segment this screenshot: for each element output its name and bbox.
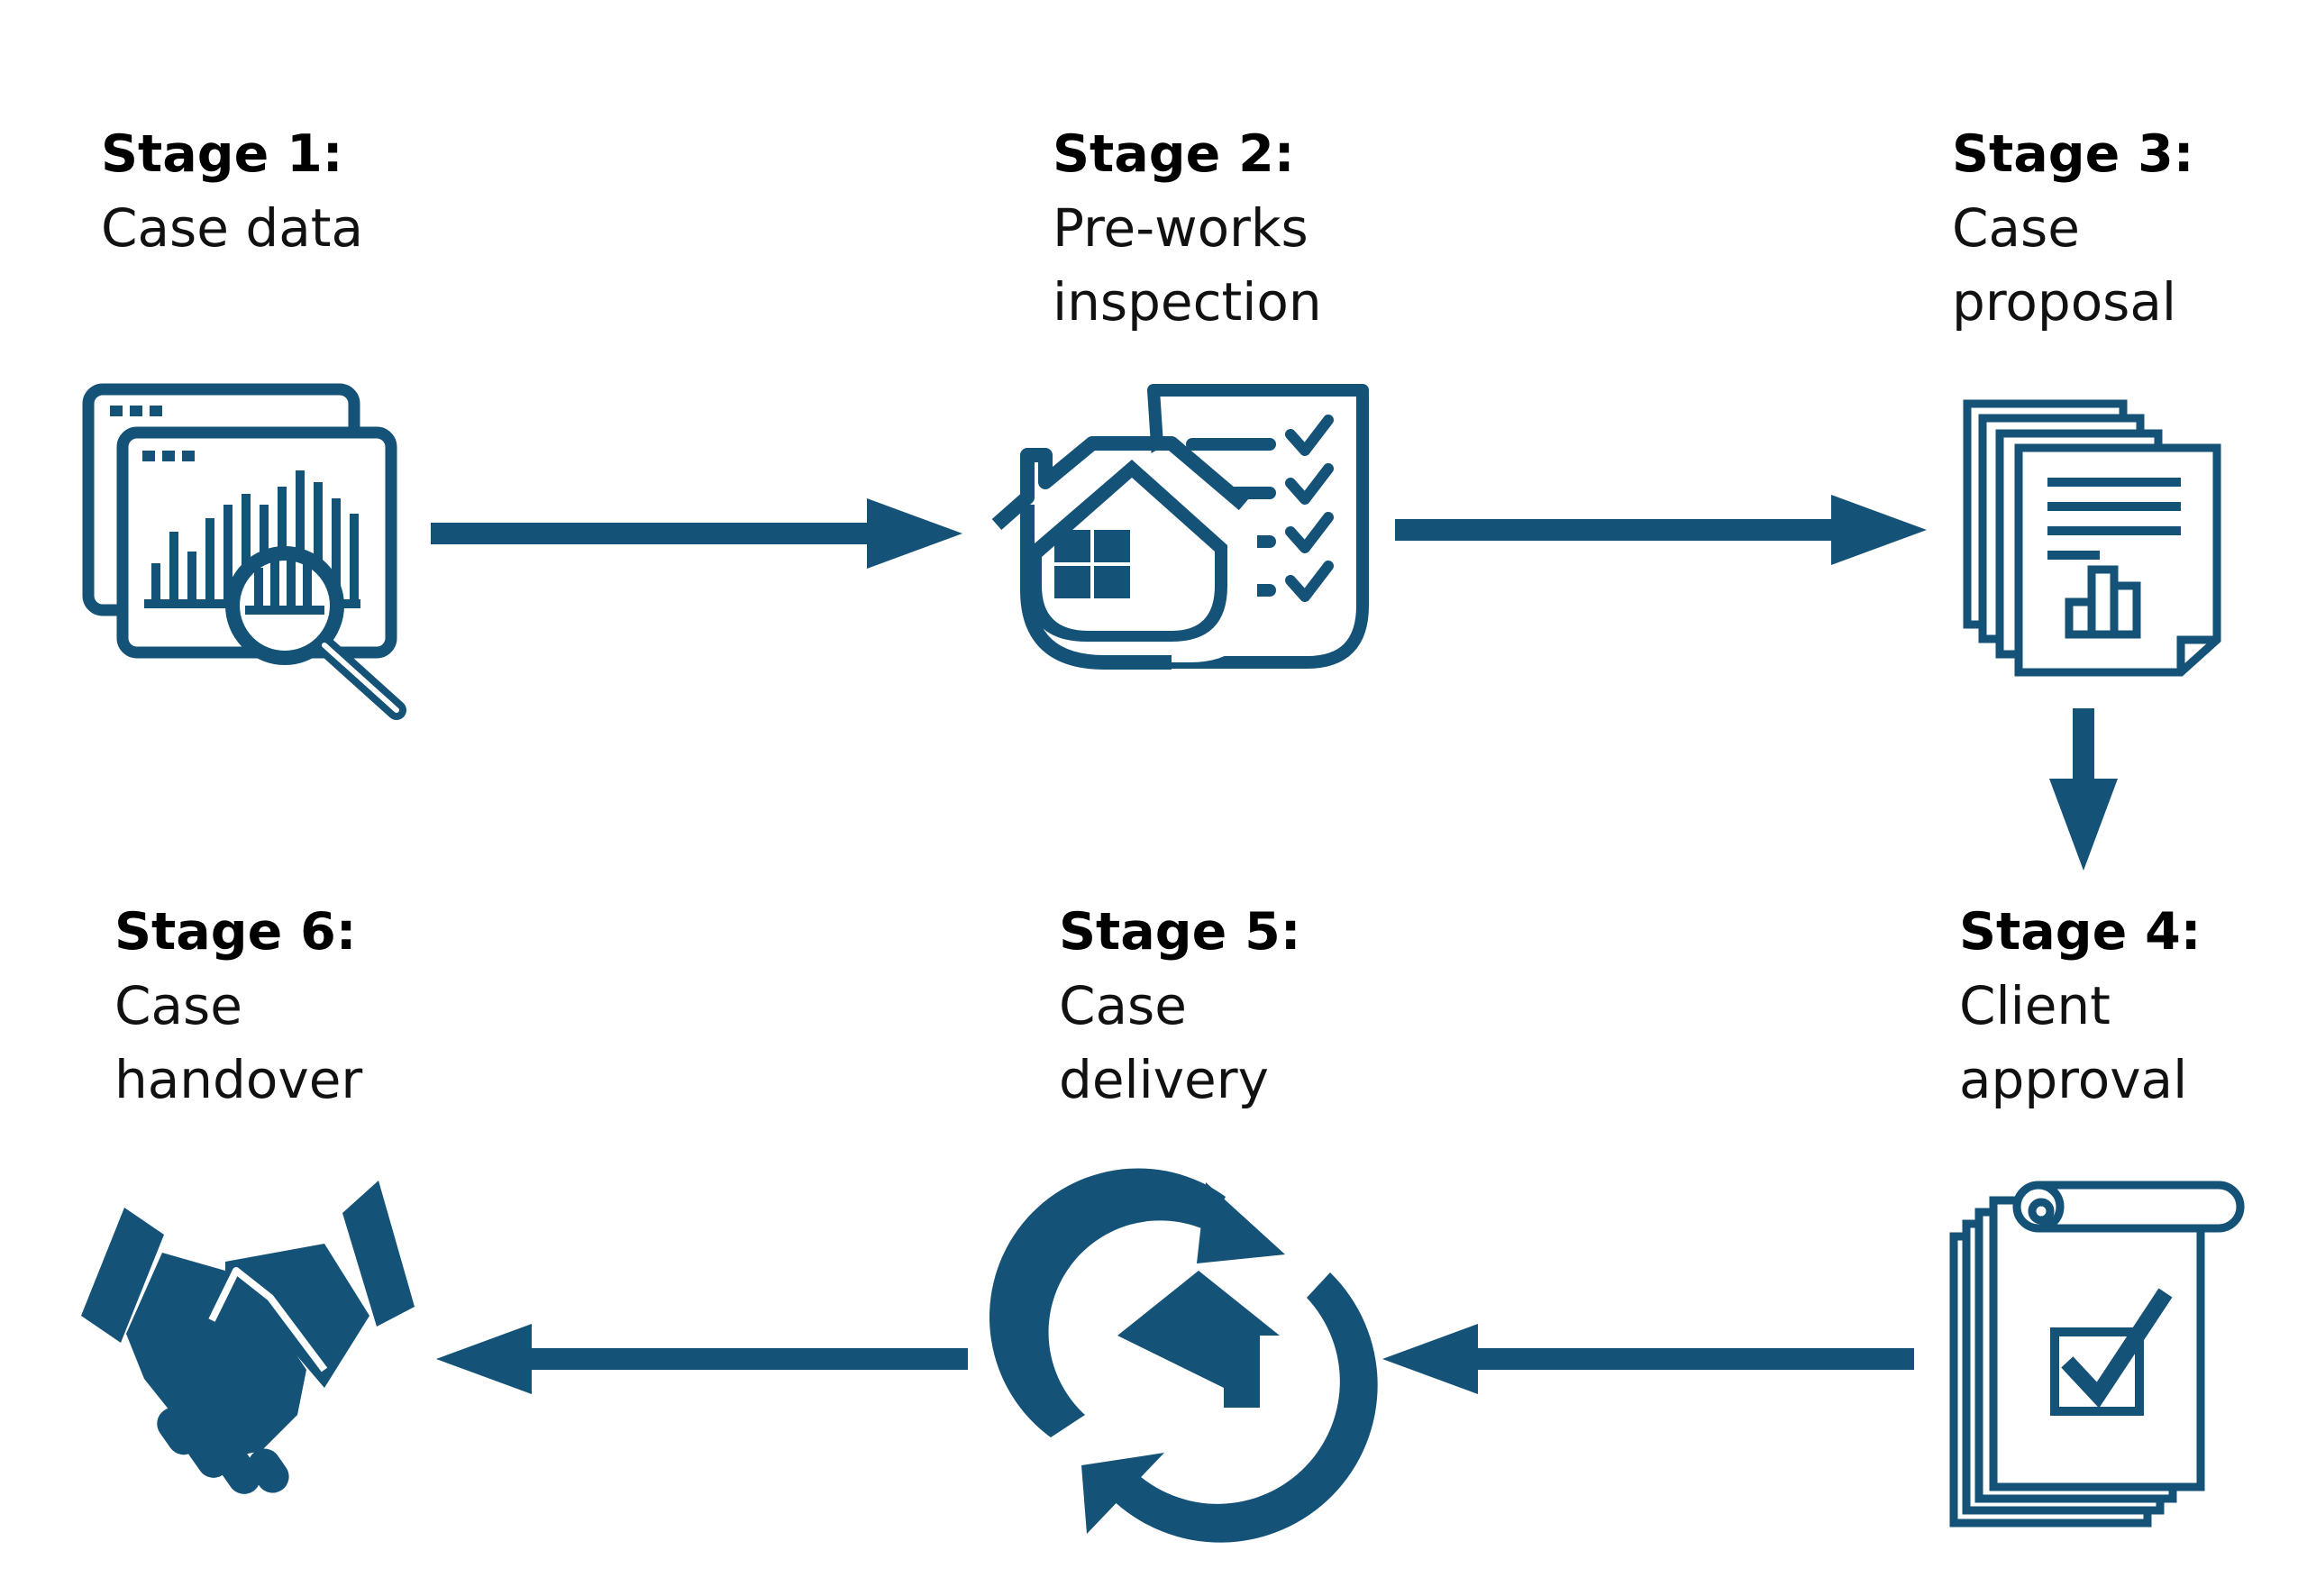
stage-1-title: Stage 1:	[101, 124, 343, 184]
stage-6-title: Stage 6:	[114, 902, 357, 962]
approved-document-icon	[1949, 1181, 2245, 1528]
report-documents-icon	[1963, 399, 2221, 677]
stage-5-title: Stage 5:	[1059, 902, 1301, 962]
stage-6-line-2: handover	[114, 1049, 363, 1110]
arrow-stage-2-to-3	[1395, 495, 1927, 565]
arrow-stage-5-to-6	[436, 1324, 968, 1394]
stage-5-line-2: delivery	[1059, 1049, 1269, 1110]
stage-3-line-2: proposal	[1952, 271, 2177, 333]
stage-2-line-2: inspection	[1053, 271, 1322, 333]
stage-6-line-1: Case	[114, 975, 242, 1036]
stage-3-title: Stage 3:	[1952, 124, 2194, 184]
stage-1-label: Stage 1: Case data	[101, 117, 363, 265]
stage-4-label: Stage 4: Client approval	[1959, 895, 2202, 1117]
handshake-icon	[81, 1181, 415, 1494]
stage-2-line-1: Pre-works	[1053, 197, 1309, 259]
house-checklist-icon	[991, 384, 1369, 670]
data-analysis-icon	[82, 383, 406, 720]
stage-1-line-1: Case data	[101, 197, 364, 259]
stage-2-title: Stage 2:	[1053, 124, 1295, 184]
stage-3-label: Stage 3: Case proposal	[1952, 117, 2194, 339]
stage-5-label: Stage 5: Case delivery	[1059, 895, 1301, 1117]
arrow-stage-3-to-4	[2049, 708, 2118, 871]
house-cycle-icon	[989, 1168, 1378, 1543]
arrow-stage-4-to-5	[1382, 1324, 1914, 1394]
stage-3-line-1: Case	[1952, 197, 2080, 259]
arrow-stage-1-to-2	[431, 498, 962, 569]
stage-5-line-1: Case	[1059, 975, 1187, 1036]
stage-6-label: Stage 6: Case handover	[114, 895, 362, 1117]
stage-4-line-1: Client	[1959, 975, 2111, 1036]
stage-2-label: Stage 2: Pre-works inspection	[1053, 117, 1322, 339]
stage-4-title: Stage 4:	[1959, 902, 2202, 962]
stage-4-line-2: approval	[1959, 1049, 2188, 1110]
